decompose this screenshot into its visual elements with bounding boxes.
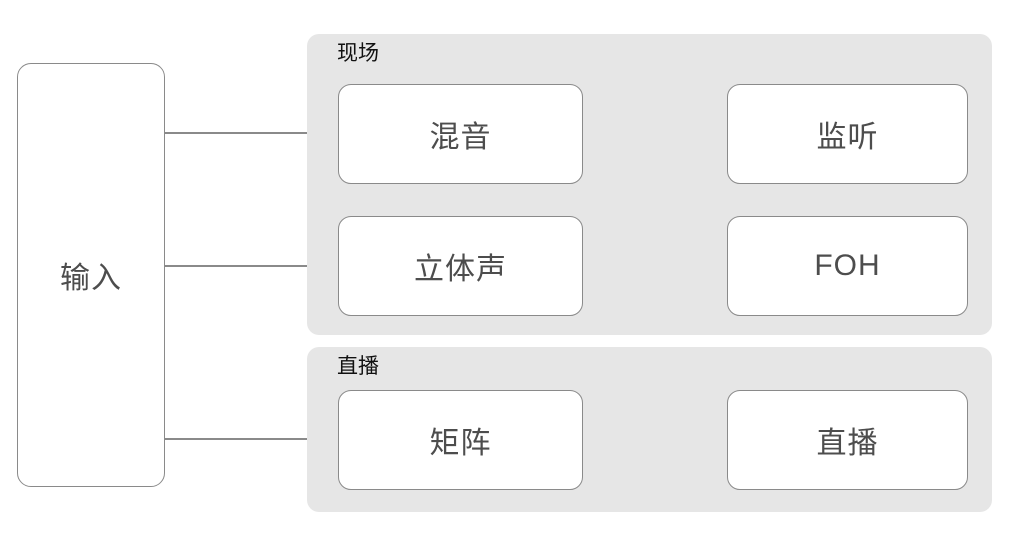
node-monitor-label: 监听 [816, 121, 879, 154]
node-input-label: 输入 [60, 262, 122, 295]
node-matrix-label: 矩阵 [429, 427, 492, 460]
node-mix[interactable]: 混音 [338, 84, 583, 184]
node-stereo[interactable]: 立体声 [338, 216, 583, 316]
node-foh[interactable]: FOH [727, 216, 968, 316]
group-live-label: 现场 [337, 42, 379, 65]
node-stereo-label: 立体声 [414, 253, 507, 286]
node-mix-label: 混音 [429, 121, 492, 154]
node-input[interactable]: 输入 [17, 63, 165, 487]
node-live-label: 直播 [816, 427, 879, 460]
node-foh-label: FOH [814, 249, 881, 282]
node-matrix[interactable]: 矩阵 [338, 390, 583, 490]
node-live[interactable]: 直播 [727, 390, 968, 490]
group-stream-label: 直播 [337, 355, 379, 378]
node-monitor[interactable]: 监听 [727, 84, 968, 184]
